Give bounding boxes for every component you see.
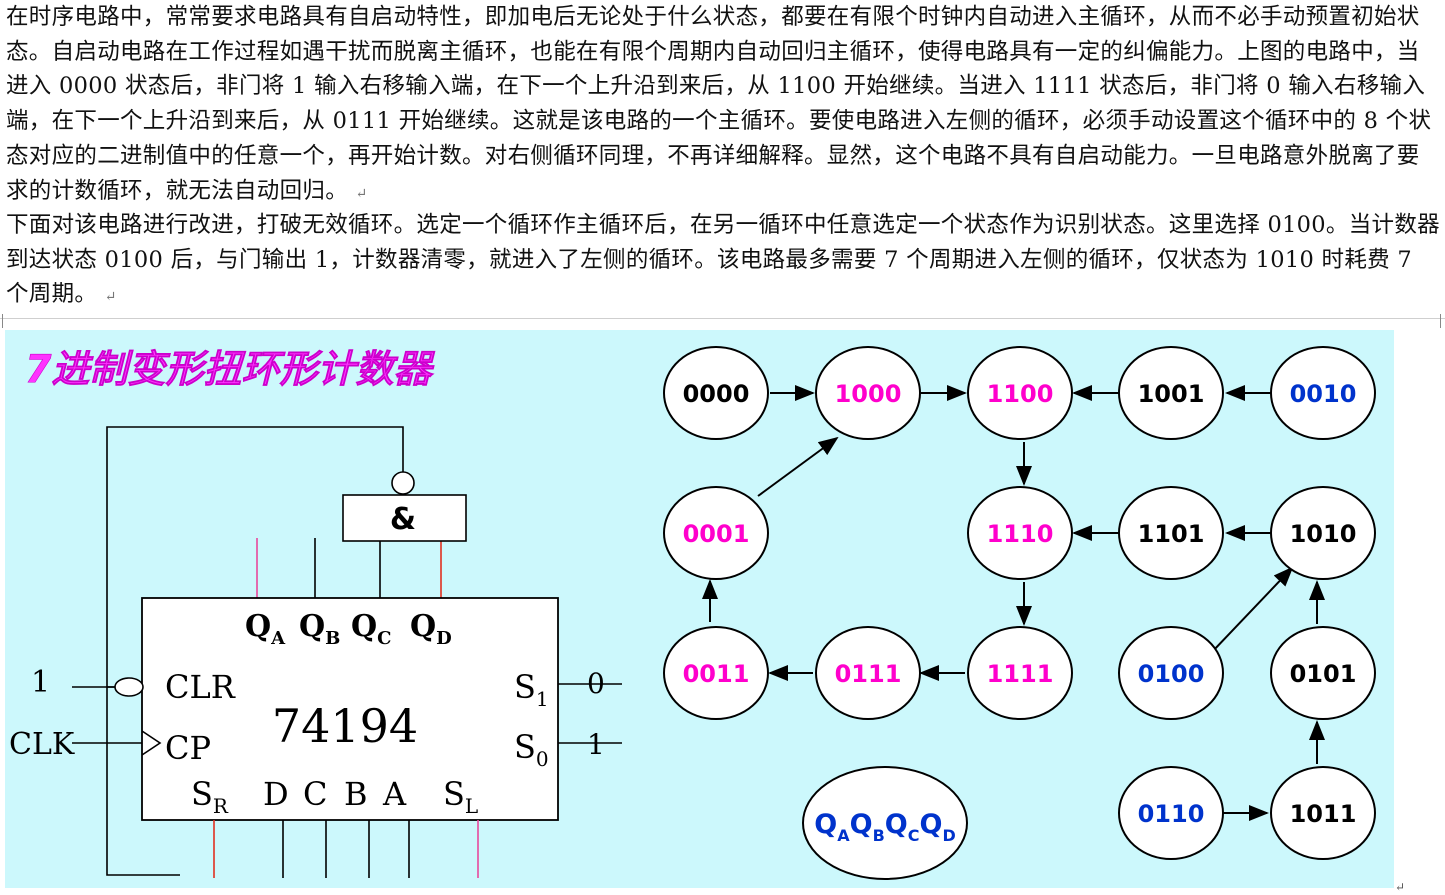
- svg-text:0110: 0110: [1138, 800, 1205, 828]
- s1-value: 0: [587, 667, 605, 700]
- clr-bubble: [114, 677, 144, 697]
- pin-s1-label: S1: [514, 668, 549, 711]
- state-node-0101: 0101: [1270, 626, 1376, 720]
- pin-cp-label: CP: [165, 729, 211, 767]
- svg-text:1000: 1000: [835, 380, 902, 408]
- output-qd-label: QD: [410, 609, 452, 649]
- paragraph-1: 在时序电路中，常常要求电路具有自启动特性，即加电后无论处于什么状态，都要在有限个…: [6, 0, 1442, 211]
- state-node-0000: 0000: [663, 346, 769, 440]
- svg-text:0000: 0000: [683, 380, 750, 408]
- paragraph-2-text: 下面对该电路进行改进，打破无效循环。选定一个循环作主循环后，在另一循环中任意选定…: [6, 212, 1440, 308]
- margin-tick-right: [1440, 314, 1441, 328]
- paragraph-1-text: 在时序电路中，常常要求电路具有自启动特性，即加电后无论处于什么状态，都要在有限个…: [6, 4, 1432, 204]
- state-node-1101: 1101: [1118, 486, 1224, 580]
- output-qa-label: QA: [245, 609, 286, 649]
- input-one-label: 1: [31, 665, 50, 700]
- cp-clock-symbol: [141, 730, 162, 756]
- svg-text:1111: 1111: [987, 660, 1054, 688]
- svg-text:1011: 1011: [1290, 800, 1357, 828]
- output-qc-label: QC: [351, 609, 391, 649]
- figure-canvas: 7进制变形扭环形计数器 & QA QB QC QD CLR CP 74194 S…: [9, 346, 1376, 880]
- margin-tick-left: [2, 314, 3, 328]
- s0-value: 1: [587, 728, 605, 761]
- counter-figure: 7进制变形扭环形计数器 & QA QB QC QD CLR CP 74194 S…: [5, 330, 1394, 888]
- svg-text:0010: 0010: [1290, 380, 1357, 408]
- circuit-wires: [72, 426, 404, 876]
- pin-sr-label: SR: [191, 775, 229, 818]
- state-arrows: [702, 385, 1325, 821]
- state-node-0001: 0001: [663, 486, 769, 580]
- svg-text:1110: 1110: [987, 520, 1054, 548]
- svg-text:0100: 0100: [1138, 660, 1205, 688]
- svg-text:1001: 1001: [1138, 380, 1205, 408]
- pin-s0-label: S0: [514, 728, 549, 771]
- chip-number: 74194: [272, 699, 418, 753]
- input-clk-label: CLK: [9, 727, 75, 762]
- state-node-1111: 1111: [967, 626, 1073, 720]
- legend-text: QAQBQCQD: [814, 809, 955, 845]
- page-divider: [0, 314, 1445, 328]
- figure-title: 7进制变形扭环形计数器: [25, 347, 435, 391]
- state-node-1100: 1100: [967, 346, 1073, 440]
- paragraph-mark-icon: ↵: [355, 185, 368, 202]
- state-node-0110: 0110: [1118, 766, 1224, 860]
- and-gate-bubble: [391, 471, 415, 495]
- pin-c-label: C: [303, 775, 327, 813]
- end-paragraph-mark-icon: ↵: [1394, 880, 1405, 894]
- svg-text:1101: 1101: [1138, 520, 1205, 548]
- state-node-0011: 0011: [663, 626, 769, 720]
- pin-a-label: A: [382, 775, 407, 813]
- svg-text:1010: 1010: [1290, 520, 1357, 548]
- svg-text:0001: 0001: [683, 520, 750, 548]
- state-node-1010: 1010: [1270, 486, 1376, 580]
- paragraph-mark-icon: ↵: [104, 289, 117, 306]
- svg-text:0011: 0011: [683, 660, 750, 688]
- state-node-1011: 1011: [1270, 766, 1376, 860]
- output-qb-label: QB: [299, 609, 340, 649]
- state-node-1110: 1110: [967, 486, 1073, 580]
- pin-d-label: D: [263, 775, 289, 813]
- svg-text:1100: 1100: [987, 380, 1054, 408]
- chip-74194: [141, 597, 559, 821]
- paragraph-2: 下面对该电路进行改进，打破无效循环。选定一个循环作主循环后，在另一循环中任意选定…: [6, 208, 1442, 315]
- state-node-0111: 0111: [815, 626, 921, 720]
- state-node-1000: 1000: [815, 346, 921, 440]
- state-node-0100: 0100: [1118, 626, 1224, 720]
- pin-sl-label: SL: [443, 775, 478, 818]
- pin-b-label: B: [344, 775, 368, 813]
- bit-order-legend: QAQBQCQD: [802, 766, 968, 880]
- and-gate-label: &: [390, 502, 416, 537]
- svg-text:0111: 0111: [835, 660, 902, 688]
- state-node-0010: 0010: [1270, 346, 1376, 440]
- and-gate: [342, 494, 467, 542]
- pin-clr-label: CLR: [165, 668, 236, 706]
- state-node-1001: 1001: [1118, 346, 1224, 440]
- svg-text:0101: 0101: [1290, 660, 1357, 688]
